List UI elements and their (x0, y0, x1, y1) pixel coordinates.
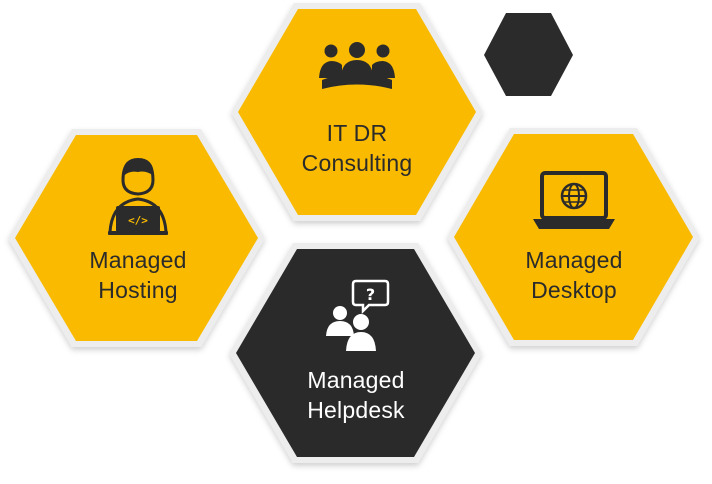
hex-accent (484, 13, 573, 96)
svg-text:?: ? (366, 285, 375, 304)
hex-desktop (447, 128, 700, 346)
hex-consulting (231, 3, 483, 221)
hex-label-consulting: IT DR Consulting (269, 118, 445, 178)
hex-label-hosting: Managed Hosting (48, 245, 228, 305)
hosting-line1: Managed (89, 247, 187, 273)
helpdesk-line1: Managed (307, 367, 405, 393)
helpdesk-line2: Helpdesk (307, 397, 405, 423)
hex-label-desktop: Managed Desktop (484, 245, 664, 305)
consulting-line1: IT DR (326, 120, 388, 146)
helpdesk-question-icon: ? (326, 279, 390, 351)
developer-laptop-icon: </> (108, 158, 168, 235)
hex-label-helpdesk: Managed Helpdesk (266, 365, 446, 425)
svg-text:</>: </> (128, 214, 148, 227)
desktop-line1: Managed (525, 247, 623, 273)
hex-hosting (8, 129, 265, 347)
hex-helpdesk (229, 243, 482, 463)
hosting-line2: Hosting (98, 277, 178, 303)
globe-laptop-icon (533, 171, 615, 229)
meeting-group-icon (319, 42, 395, 89)
consulting-line2: Consulting (301, 150, 413, 176)
desktop-line2: Desktop (531, 277, 617, 303)
